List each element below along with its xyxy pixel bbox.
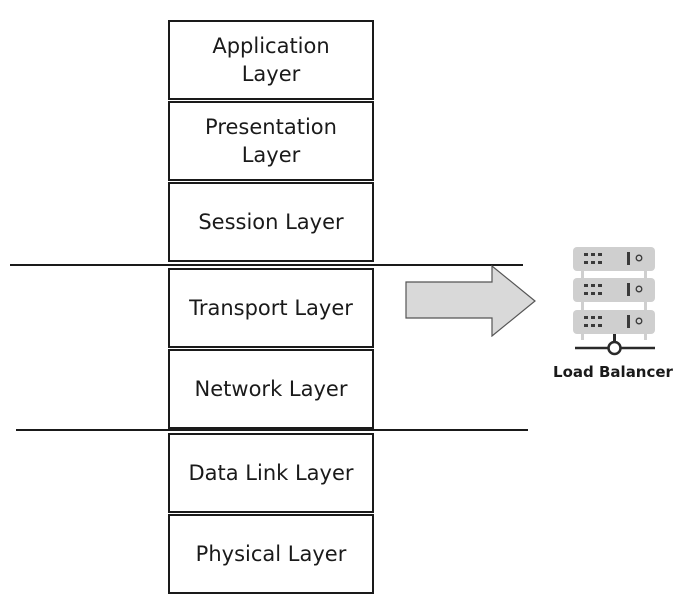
arrow-right-icon <box>405 265 536 337</box>
divider-line-lower <box>16 429 528 431</box>
layer-session: Session Layer <box>168 182 374 262</box>
layer-label: Session Layer <box>198 210 344 234</box>
layer-label: Presentation Layer <box>205 115 337 167</box>
layer-transport: Transport Layer <box>168 268 374 348</box>
layer-network: Network Layer <box>168 349 374 429</box>
divider-line-upper <box>10 264 523 266</box>
layer-label: Network Layer <box>194 377 348 401</box>
layer-presentation: Presentation Layer <box>168 101 374 181</box>
layer-label: Transport Layer <box>189 296 353 320</box>
layer-label: Application Layer <box>212 34 330 86</box>
layer-label: Data Link Layer <box>188 461 354 485</box>
layer-physical: Physical Layer <box>168 514 374 594</box>
layer-application: Application Layer <box>168 20 374 100</box>
load-balancer-label: Load Balancer <box>553 363 673 381</box>
layer-label: Physical Layer <box>195 542 347 566</box>
layer-data-link: Data Link Layer <box>168 433 374 513</box>
server-rack-icon <box>573 247 655 356</box>
network-connector-icon <box>575 334 655 356</box>
